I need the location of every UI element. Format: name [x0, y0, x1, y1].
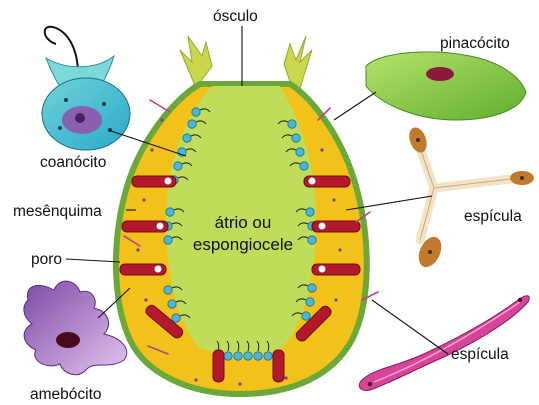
label-pinacocito: pinacócito: [440, 35, 510, 52]
amoebocyte-illustration: [24, 281, 127, 375]
choanocyte-granule: [58, 126, 62, 130]
spicule-tip-dot: [520, 176, 524, 180]
spicule-tip-dot: [428, 250, 432, 254]
label-espicula-monaxon: espícula: [451, 346, 509, 363]
label-amebocito: amebócito: [30, 386, 102, 403]
spicule-monaxon-dot: [368, 382, 372, 386]
spicule-triaxon-illustration: [406, 125, 534, 271]
label-espicula-triaxon: espícula: [464, 208, 522, 225]
spicule-monaxon-illustration: [359, 296, 529, 391]
choanocyte-illustration: [42, 27, 130, 150]
pinacocyte-cell: [366, 52, 526, 120]
label-atrio-line1: átrio ou: [215, 213, 272, 232]
label-atrio-line2: espongiocele: [193, 235, 293, 254]
osculum-tuft-right: [284, 36, 312, 88]
choanocyte-granule: [64, 98, 68, 102]
label-mesenquima: mesênquima: [13, 203, 102, 220]
spicule-monaxon-shaft: [359, 296, 529, 391]
amoebocyte-cell: [24, 281, 127, 375]
pinacocyte-illustration: [366, 52, 526, 120]
osculum-tuft-left: [180, 36, 212, 88]
label-poro: poro: [31, 251, 62, 268]
label-coanocito: coanócito: [40, 154, 106, 171]
choanocyte-nucleolus: [75, 113, 85, 123]
choanocyte-granule: [102, 102, 106, 106]
spicule-tip-dot: [416, 138, 420, 142]
label-osculo: ósculo: [213, 8, 258, 25]
pinacocyte-nucleus: [426, 67, 454, 81]
amoebocyte-nucleus: [56, 332, 80, 348]
spicule-monaxon-dot: [518, 298, 522, 302]
